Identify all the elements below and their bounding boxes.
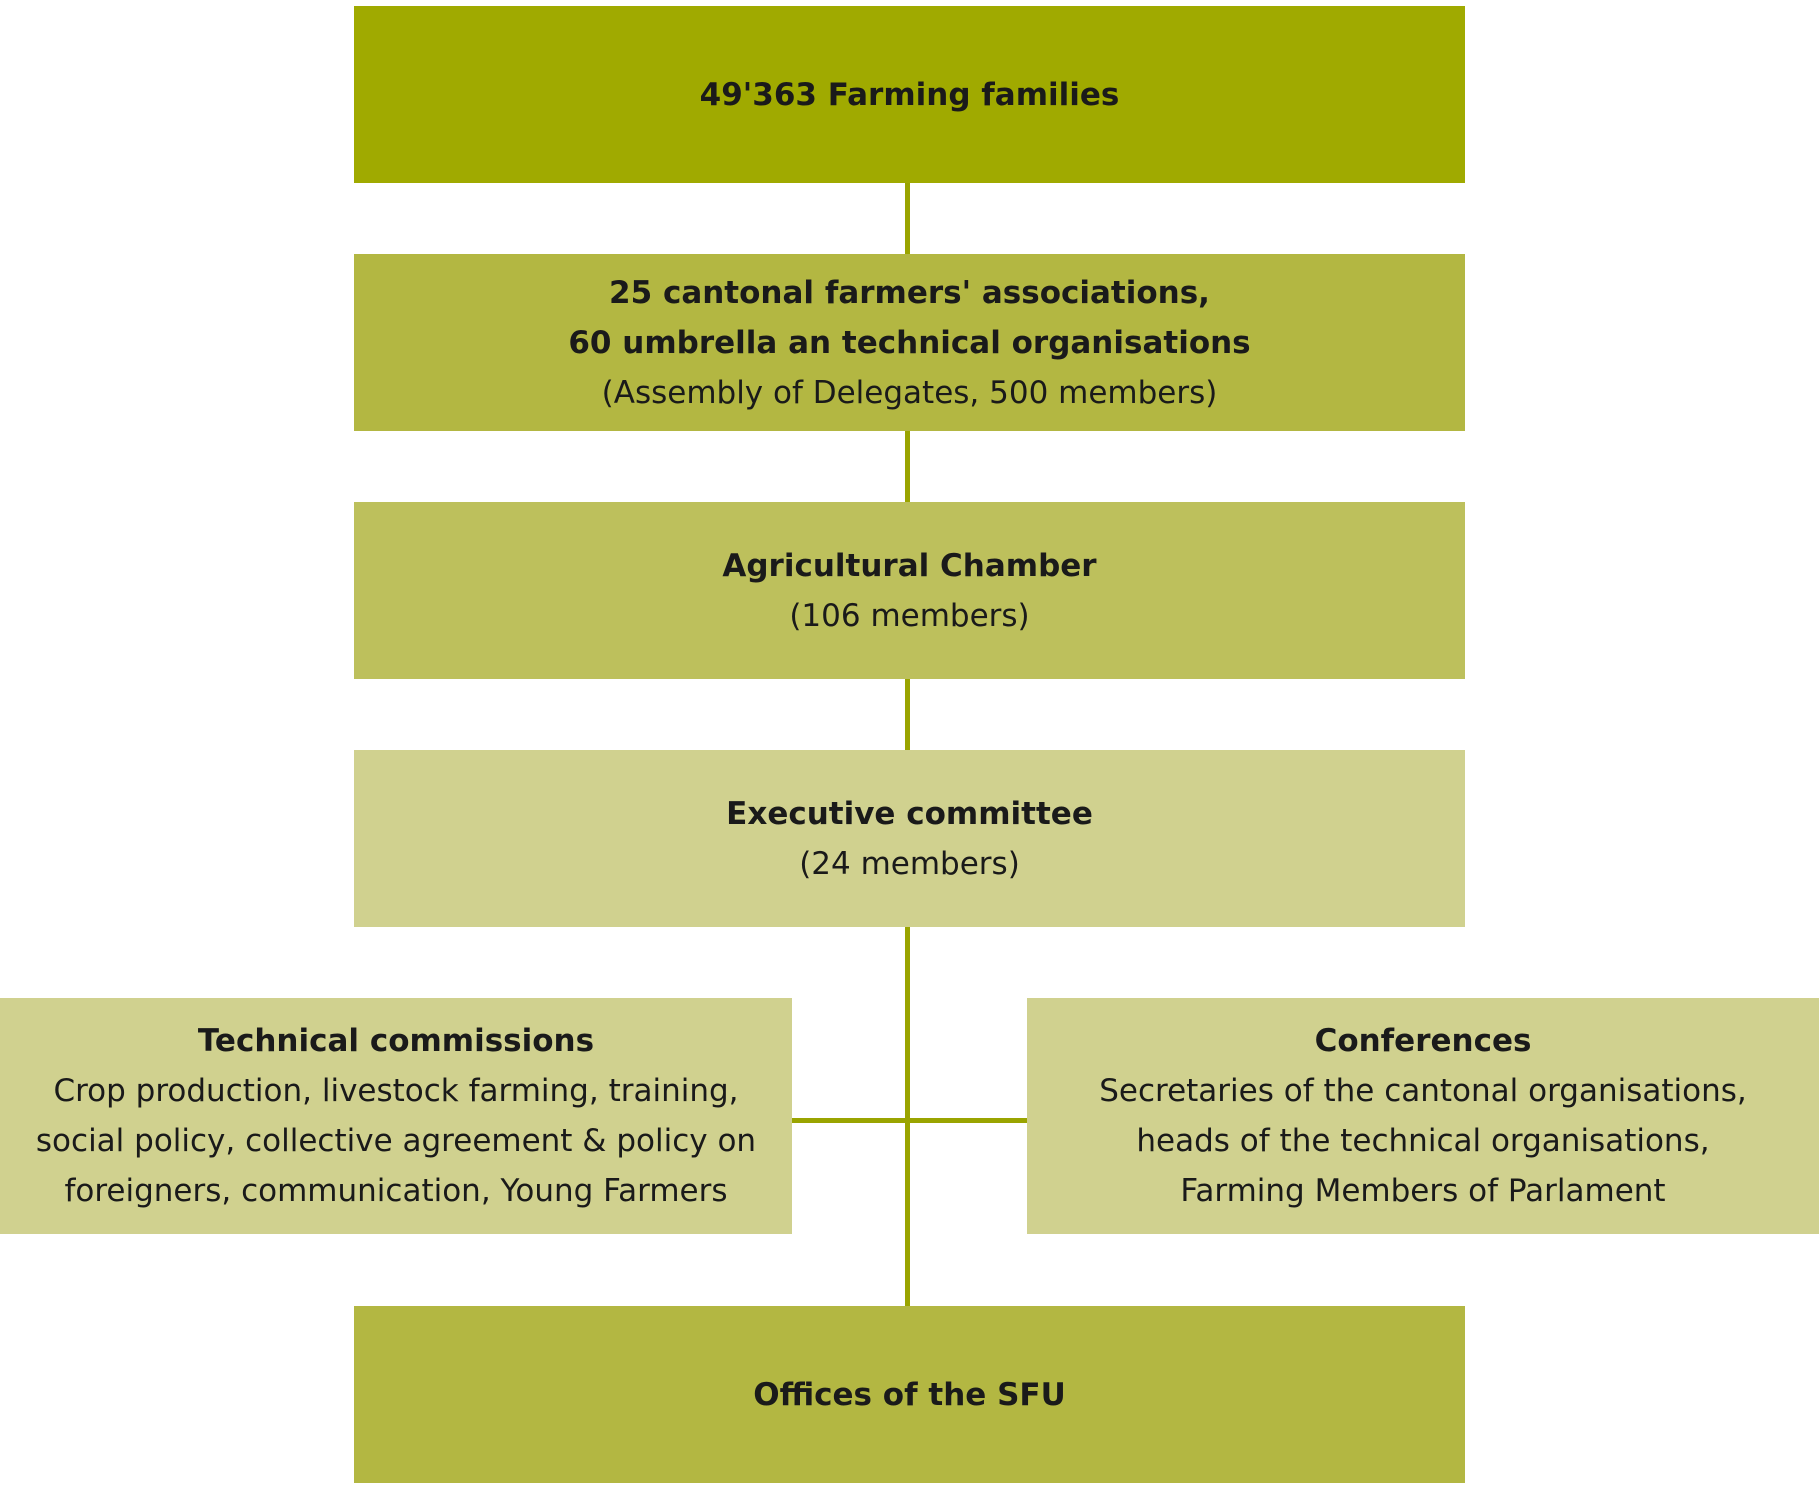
- connector-horizontal: [790, 1118, 1028, 1123]
- node-executive-committee-subtitle: (24 members): [799, 845, 1020, 882]
- node-associations-title-line2: 60 umbrella an technical organisations: [568, 324, 1251, 361]
- node-associations-title-line1: 25 cantonal farmers' associations,: [609, 274, 1210, 311]
- node-executive-committee-title: Executive committee: [726, 795, 1093, 832]
- node-agricultural-chamber-subtitle: (106 members): [789, 597, 1030, 634]
- node-technical-commissions-title: Technical commissions: [197, 1023, 595, 1059]
- node-conferences-line: Secretaries of the cantonal organisation…: [1099, 1073, 1747, 1109]
- node-technical-commissions: Technical commissions Crop production, l…: [0, 998, 792, 1234]
- node-technical-commissions-line: foreigners, communication, Young Farmers: [64, 1173, 728, 1209]
- node-associations-subtitle: (Assembly of Delegates, 500 members): [601, 374, 1218, 411]
- node-technical-commissions-line: Crop production, livestock farming, trai…: [53, 1073, 739, 1109]
- node-conferences-title: Conferences: [1314, 1023, 1532, 1059]
- node-associations: 25 cantonal farmers' associations, 60 um…: [354, 254, 1465, 431]
- node-technical-commissions-line: social policy, collective agreement & po…: [35, 1123, 757, 1159]
- node-conferences-line: Farming Members of Parlament: [1180, 1173, 1666, 1209]
- node-executive-committee: Executive committee (24 members): [354, 750, 1465, 927]
- connector-main-vertical: [905, 180, 910, 1310]
- node-agricultural-chamber-title: Agricultural Chamber: [722, 547, 1097, 584]
- node-farming-families: 49'363 Farming families: [354, 6, 1465, 183]
- node-offices-title: Offices of the SFU: [753, 1376, 1066, 1413]
- node-conferences-line: heads of the technical organisations,: [1136, 1123, 1710, 1159]
- node-offices: Offices of the SFU: [354, 1306, 1465, 1483]
- node-farming-families-title: 49'363 Farming families: [699, 76, 1120, 113]
- node-agricultural-chamber: Agricultural Chamber (106 members): [354, 502, 1465, 679]
- node-conferences: Conferences Secretaries of the cantonal …: [1027, 998, 1819, 1234]
